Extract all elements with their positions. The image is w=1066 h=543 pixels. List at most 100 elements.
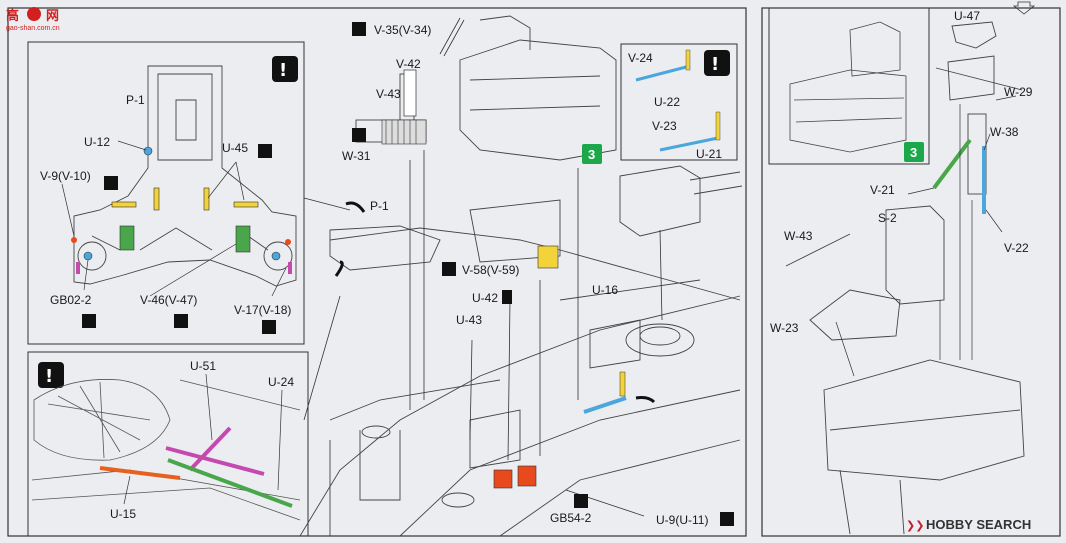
part-gb54-a — [493, 469, 513, 489]
part-magenta-left — [76, 262, 80, 274]
label-p1-top: P-1 — [126, 93, 145, 107]
part-v24-inset — [685, 49, 691, 71]
part-u12 — [143, 146, 153, 156]
part-u51-b — [188, 426, 232, 472]
part-v58 — [537, 245, 559, 269]
warning-text-1: ! — [279, 60, 287, 81]
part-v9-dot — [71, 237, 77, 243]
part-w31-grill — [381, 119, 427, 145]
tower-preview-drawing — [789, 21, 907, 153]
part-v21 — [932, 138, 972, 190]
glue-drop-3 — [635, 396, 656, 404]
label-gb54: GB54-2 — [550, 511, 592, 525]
part-v23-inset — [715, 111, 721, 141]
part-v42 — [403, 69, 417, 117]
warning-text-2: ! — [45, 366, 53, 387]
part-v46-left — [119, 225, 135, 251]
label-u43: U-43 — [456, 313, 482, 327]
tower-exploded-drawing — [785, 21, 1025, 535]
part-u51-a — [165, 446, 265, 476]
part-v35 — [439, 17, 465, 57]
warning-icon-2 — [38, 362, 64, 388]
watermark-logo: 高 网 gao-shan.com.cn — [6, 7, 60, 32]
label-u15: U-15 — [110, 507, 136, 521]
label-v21: V-21 — [870, 183, 895, 197]
inset-mast-detail — [620, 43, 738, 161]
label-v9: V-9(V-10) — [40, 169, 91, 183]
hobbysearch-logo: ❯❯ HOBBY SEARCH — [906, 517, 1031, 532]
glue-icons-main — [352, 22, 734, 526]
watermark-ball-icon — [27, 7, 41, 21]
watermark-char-1: 高 — [6, 8, 19, 24]
inset-hull-detail — [27, 351, 309, 537]
part-u45-left — [111, 201, 137, 208]
hobbysearch-text: HOBBY SEARCH — [926, 517, 1031, 532]
part-u22-inset — [635, 64, 691, 82]
part-gb02-right — [271, 251, 281, 261]
label-gb02: GB02-2 — [50, 293, 92, 307]
label-w29: W-29 — [1004, 85, 1033, 99]
inset1-leaders — [61, 140, 351, 297]
label-v23: V-23 — [652, 119, 677, 133]
main-frame — [7, 7, 747, 537]
part-yellow-post-a — [153, 187, 160, 211]
label-v58: V-58(V-59) — [462, 263, 519, 277]
assembly-arrows — [303, 150, 663, 517]
inset-tower-preview — [768, 7, 930, 165]
label-v46: V-46(V-47) — [140, 293, 197, 307]
watermark-url: gao-shan.com.cn — [6, 25, 60, 32]
label-w23: W-23 — [770, 321, 799, 335]
part-u24-green — [167, 458, 293, 508]
label-v42: V-42 — [396, 57, 421, 71]
part-gb54-b — [517, 465, 537, 487]
watermark-char-2: 网 — [46, 9, 59, 24]
label-u16: U-16 — [592, 283, 618, 297]
label-v17: V-17(V-18) — [234, 303, 291, 317]
label-p1: P-1 — [370, 199, 389, 213]
right-leaders — [835, 95, 1017, 377]
label-u24-hull: U-24 — [268, 375, 294, 389]
label-u22: U-22 — [654, 95, 680, 109]
label-w43: W-43 — [784, 229, 813, 243]
step-text-3a: 3 — [588, 147, 595, 162]
part-magenta-right — [288, 262, 292, 274]
part-u21-inset — [659, 136, 719, 152]
part-yellow-mast — [619, 371, 626, 397]
glue-drop-2 — [334, 260, 344, 277]
part-gb02-left — [83, 251, 93, 261]
step-text-3b: 3 — [910, 145, 917, 160]
label-u42: U-42 — [472, 291, 498, 305]
label-v22: V-22 — [1004, 241, 1029, 255]
warning-text-3: ! — [711, 54, 719, 75]
down-arrow-icon — [1012, 1, 1036, 15]
part-yellow-post-b — [203, 187, 210, 211]
label-u51: U-51 — [190, 359, 216, 373]
glue-icons-inset1 — [82, 144, 276, 334]
label-v35: V-35(V-34) — [374, 23, 431, 37]
part-v46-right — [235, 225, 251, 253]
step-marker-3a — [582, 144, 602, 164]
part-v17-dot — [285, 239, 291, 245]
bridge-plan-drawing — [73, 65, 297, 287]
step-marker-3b — [904, 142, 924, 162]
label-w31: W-31 — [342, 149, 371, 163]
label-v43: V-43 — [376, 87, 401, 101]
inset-bridge-detail — [27, 41, 305, 345]
label-s2: S-2 — [878, 211, 897, 225]
part-u45-right — [233, 201, 259, 208]
label-w38: W-38 — [990, 125, 1019, 139]
label-u12: U-12 — [84, 135, 110, 149]
label-u47: U-47 — [954, 9, 980, 23]
ship-main-drawing — [299, 15, 743, 537]
glue-drop-1 — [345, 201, 366, 213]
warning-icon-3 — [704, 50, 730, 76]
warning-icon-1 — [272, 56, 298, 82]
label-u45: U-45 — [222, 141, 248, 155]
label-u21: U-21 — [696, 147, 722, 161]
part-blue-rail — [583, 396, 627, 414]
part-u15 — [99, 466, 181, 480]
hobbysearch-mark-icon: ❯❯ — [906, 519, 924, 532]
label-v24: V-24 — [628, 51, 653, 65]
